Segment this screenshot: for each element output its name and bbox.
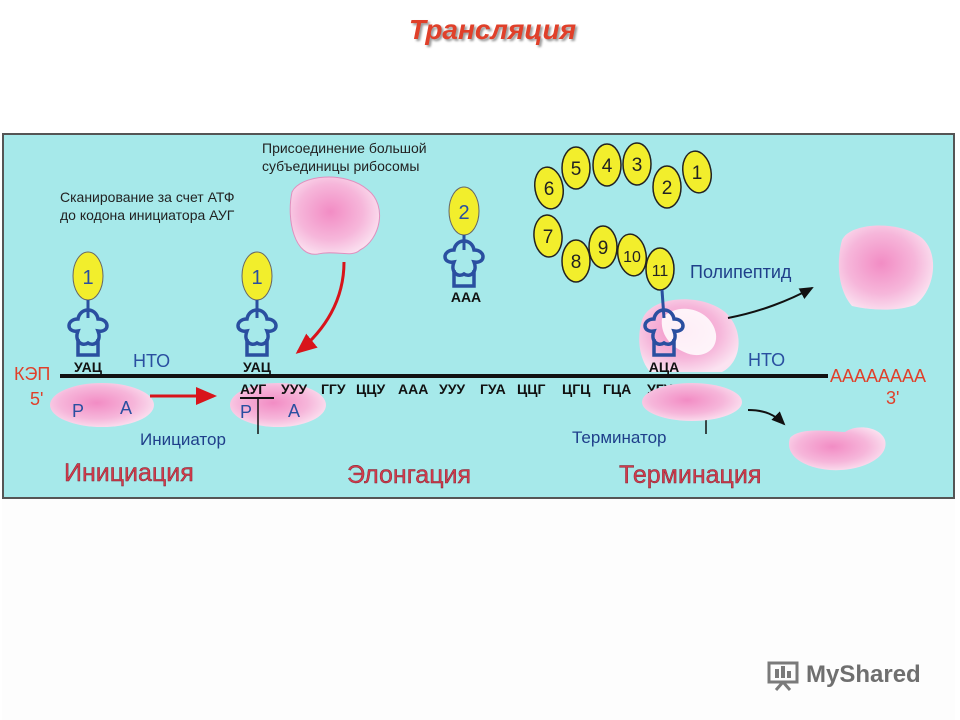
p-site-left: P — [72, 401, 84, 421]
p-site-middle: P — [240, 402, 252, 422]
kep-label: КЭП — [14, 364, 50, 384]
codon: ГГУ — [321, 381, 346, 397]
trna-free-anticodon: ААА — [451, 289, 481, 305]
large-subunit-attaching — [289, 176, 381, 255]
released-small-subunit — [788, 427, 886, 471]
amino-acid-bead — [645, 247, 675, 291]
page-title: Трансляция — [408, 14, 577, 45]
codon: ЦЦГ — [517, 381, 545, 397]
amino-acid-bead — [622, 142, 652, 186]
arrow-subunit-release — [747, 409, 786, 426]
amino-acid-bead — [652, 165, 682, 209]
poly-a-tail: АААААААА — [830, 366, 926, 386]
nto-left-label: НТО — [133, 351, 170, 371]
trna-right-stem — [660, 289, 666, 319]
amino-acid-bead — [588, 225, 618, 269]
amino-acid-bead — [561, 146, 591, 190]
amino-acid-bead — [533, 214, 563, 258]
released-large-subunit — [838, 225, 934, 310]
red-arrow-attach — [295, 261, 346, 354]
three-prime-label: 3' — [886, 388, 899, 408]
amino-acid-bead — [681, 150, 713, 194]
trna-left-anticodon: УАЦ — [74, 359, 103, 375]
terminator-label: Терминатор — [572, 428, 667, 447]
amino-acid-number: 10 — [623, 249, 641, 266]
codon: УУУ — [281, 381, 307, 397]
amino-acid-number: 9 — [598, 238, 609, 259]
amino-acid-number: 7 — [543, 227, 554, 248]
amino-acid-free-number: 2 — [458, 202, 469, 224]
codon: ЦЦУ — [356, 381, 385, 397]
codon: УУУ — [439, 381, 465, 397]
a-site-left: A — [120, 398, 132, 418]
five-prime-label: 5' — [30, 389, 43, 409]
initiator-label: Инициатор — [140, 430, 226, 449]
amino-acid-bead — [533, 166, 565, 210]
presentation-icon — [767, 661, 799, 691]
trna-right-anticodon: АЦА — [649, 359, 679, 375]
nto-right-label: НТО — [748, 350, 785, 370]
scan-label-line2: до кодона инициатора АУГ — [60, 207, 235, 223]
codon: ЦГЦ — [562, 381, 591, 397]
watermark: MyShared — [766, 655, 921, 695]
amino-acid-middle-number: 1 — [251, 267, 262, 289]
ribosome-right-small — [642, 383, 742, 421]
amino-acid-number: 6 — [544, 179, 555, 200]
amino-acid-number: 1 — [692, 163, 703, 184]
scan-label-line1: Сканирование за счет АТФ — [60, 189, 235, 205]
small-subunit-middle — [230, 383, 326, 427]
attach-label-line2: субъединицы рибосомы — [262, 158, 420, 174]
trna-middle-anticodon: УАЦ — [243, 359, 272, 375]
amino-acid-bead — [561, 239, 591, 283]
amino-acid-number: 2 — [662, 178, 673, 199]
codon: АУГ — [240, 381, 266, 397]
polypeptide-label: Полипептид — [690, 262, 792, 282]
codon: ААА — [398, 381, 428, 397]
codon: ГЦА — [603, 381, 631, 397]
amino-acid-number: 5 — [571, 159, 582, 180]
attach-label-line1: Присоединение большой — [262, 140, 427, 156]
amino-acid-number: 11 — [652, 263, 669, 280]
amino-acid-number: 4 — [602, 156, 613, 177]
small-subunit-left — [50, 383, 154, 427]
codon: ГУА — [480, 381, 506, 397]
stage-elongation: Элонгация — [347, 461, 471, 489]
stage-initiation: Инициация — [64, 459, 194, 487]
a-site-middle: A — [288, 401, 300, 421]
amino-acid-bead — [616, 233, 648, 277]
arrow-polypeptide — [727, 287, 814, 319]
stage-termination: Терминация — [619, 461, 761, 489]
amino-acid-number: 3 — [632, 155, 643, 176]
amino-acid-left-number: 1 — [82, 267, 93, 289]
amino-acid-number: 8 — [571, 252, 582, 273]
watermark-text: MyShared — [806, 661, 921, 688]
amino-acid-bead — [592, 143, 622, 187]
